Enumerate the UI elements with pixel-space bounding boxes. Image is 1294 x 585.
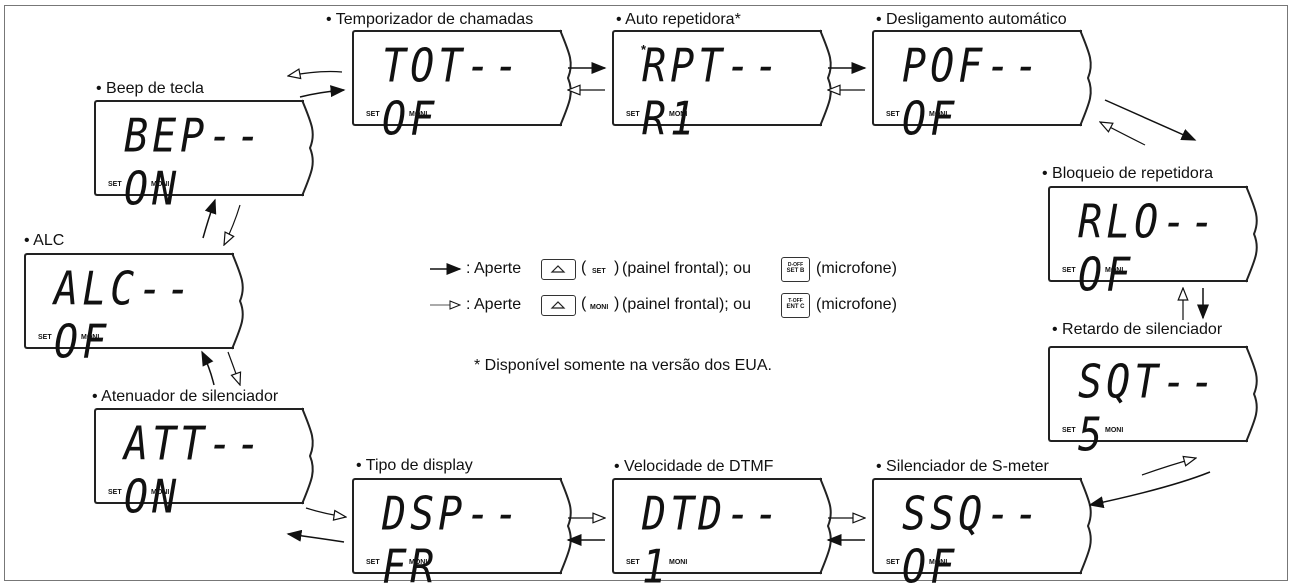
lcd-alc-moni: MONI [81, 334, 100, 341]
legend-2-mic-bottom: ENT C [786, 304, 805, 310]
legend-2-paren-open: ( [581, 295, 587, 312]
title-dsp: • Tipo de display [356, 457, 473, 474]
legend-2-key-tag: MONI [590, 304, 609, 311]
lcd-dsp-set: SET [366, 559, 380, 566]
rpt-asterisk: * [641, 42, 647, 57]
arrow-alc-att [227, 351, 240, 385]
lcd-dsp-text: DSP--FR [382, 488, 523, 585]
footnote: * Disponível somente na versão dos EUA. [474, 357, 772, 374]
legend-1-prefix: : Aperte [466, 260, 522, 277]
title-tot: • Temporizador de chamadas [326, 11, 534, 28]
title-att: • Atenuador de silenciador [92, 388, 279, 405]
lcd-rpt-text: RPT--R1 [642, 40, 783, 146]
legend-2-prefix: : Aperte [466, 296, 522, 313]
lcd-sqt-set: SET [1062, 427, 1076, 434]
lcd-att: ATT--ON SET MONI [94, 407, 314, 524]
lcd-att-text: ATT--ON [124, 418, 265, 524]
title-dtd: • Velocidade de DTMF [614, 458, 774, 475]
title-sqt: • Retardo de silenciador [1052, 321, 1223, 338]
arrow-alc-bep [202, 198, 217, 239]
lcd-tot-set: SET [366, 111, 380, 118]
title-pof: • Desligamento automático [876, 11, 1067, 28]
lcd-dtd-set: SET [626, 559, 640, 566]
arrow-att-alc [201, 350, 215, 386]
lcd-dtd: DTD-- 1 SET MONI [612, 477, 832, 585]
up-key-icon-2 [541, 295, 576, 316]
lcd-rpt: RPT--R1 SET MONI [612, 29, 832, 146]
lcd-att-moni: MONI [151, 489, 170, 496]
legend-1-suffix: (painel frontal); ou [622, 260, 751, 277]
lcd-sqt-text: SQT-- 5 [1078, 356, 1219, 462]
arrow-bep-alc [224, 204, 241, 245]
legend-1-paren-close: ) [614, 259, 620, 276]
lcd-rlo: RLO--OF SET MONI [1048, 185, 1258, 302]
mic-key-icon-2: T-OFF ENT C [781, 293, 810, 318]
lcd-ssq-text: SSQ--OF [902, 488, 1043, 585]
lcd-bep-moni: MONI [151, 181, 170, 188]
title-alc: • ALC [24, 232, 65, 249]
lcd-dsp-moni: MONI [409, 559, 428, 566]
legend-2-mic-top: T-OFF [788, 298, 803, 304]
arrow-rlo-pof [1100, 122, 1146, 146]
lcd-bep-text: BEP--ON [124, 110, 265, 216]
arrow-dsp-att [286, 529, 345, 543]
legend-2-suffix: (painel frontal); ou [622, 296, 751, 313]
lcd-ssq-moni: MONI [929, 559, 948, 566]
title-rpt: • Auto repetidora* [616, 11, 741, 28]
title-ssq: • Silenciador de S-meter [876, 458, 1049, 475]
lcd-pof: POF--OF SET MONI [872, 29, 1092, 146]
up-key-icon [541, 259, 576, 280]
lcd-rpt-set: SET [626, 111, 640, 118]
legend-1-paren-open: ( [581, 259, 587, 276]
lcd-tot-text: TOT--OF [382, 40, 523, 146]
lcd-rlo-moni: MONI [1105, 267, 1124, 274]
lcd-alc-set: SET [38, 334, 52, 341]
lcd-sqt: SQT-- 5 SET MONI [1048, 345, 1258, 462]
lcd-alc: ALC--OF SET MONI [24, 252, 244, 369]
legend-1-mic-bottom: SET B [786, 268, 805, 274]
legend-1-end: (microfone) [816, 260, 897, 277]
arrow-att-dsp [305, 507, 346, 517]
lcd-bep: BEP--ON SET MONI [94, 99, 314, 216]
lcd-rlo-set: SET [1062, 267, 1076, 274]
title-rlo: • Bloqueio de repetidora [1042, 165, 1214, 182]
lcd-alc-text: ALC--OF [54, 263, 195, 369]
lcd-rlo-text: RLO--OF [1078, 196, 1219, 302]
lcd-ssq: SSQ--OF SET MONI [872, 477, 1092, 585]
lcd-sqt-moni: MONI [1105, 427, 1124, 434]
lcd-ssq-set: SET [886, 559, 900, 566]
legend-1-mic-top: D-OFF [787, 262, 804, 268]
legend-1-key-tag: SET [592, 268, 606, 275]
arrow-pof-rlo [1104, 99, 1197, 141]
arrow-tot-bep [288, 72, 343, 77]
arrow-ssq-sqt [1141, 458, 1196, 476]
diagram-frame [4, 5, 1288, 581]
lcd-pof-text: POF--OF [902, 40, 1043, 146]
legend-2-paren-close: ) [614, 295, 620, 312]
lcd-pof-set: SET [886, 111, 900, 118]
lcd-tot: TOT--OF SET MONI [352, 29, 572, 146]
lcd-dtd-text: DTD-- 1 [642, 488, 783, 585]
lcd-tot-moni: MONI [409, 111, 428, 118]
mic-key-icon: D-OFF SET B [781, 257, 810, 282]
lcd-rpt-moni: MONI [669, 111, 688, 118]
arrow-bep-tot [299, 85, 346, 98]
title-bep: • Beep de tecla [96, 80, 204, 97]
arrow-sqt-ssq [1088, 471, 1211, 509]
lcd-pof-moni: MONI [929, 111, 948, 118]
lcd-att-set: SET [108, 489, 122, 496]
lcd-bep-set: SET [108, 181, 122, 188]
lcd-dtd-moni: MONI [669, 559, 688, 566]
legend-2-end: (microfone) [816, 296, 897, 313]
lcd-dsp: DSP--FR SET MONI [352, 477, 572, 585]
